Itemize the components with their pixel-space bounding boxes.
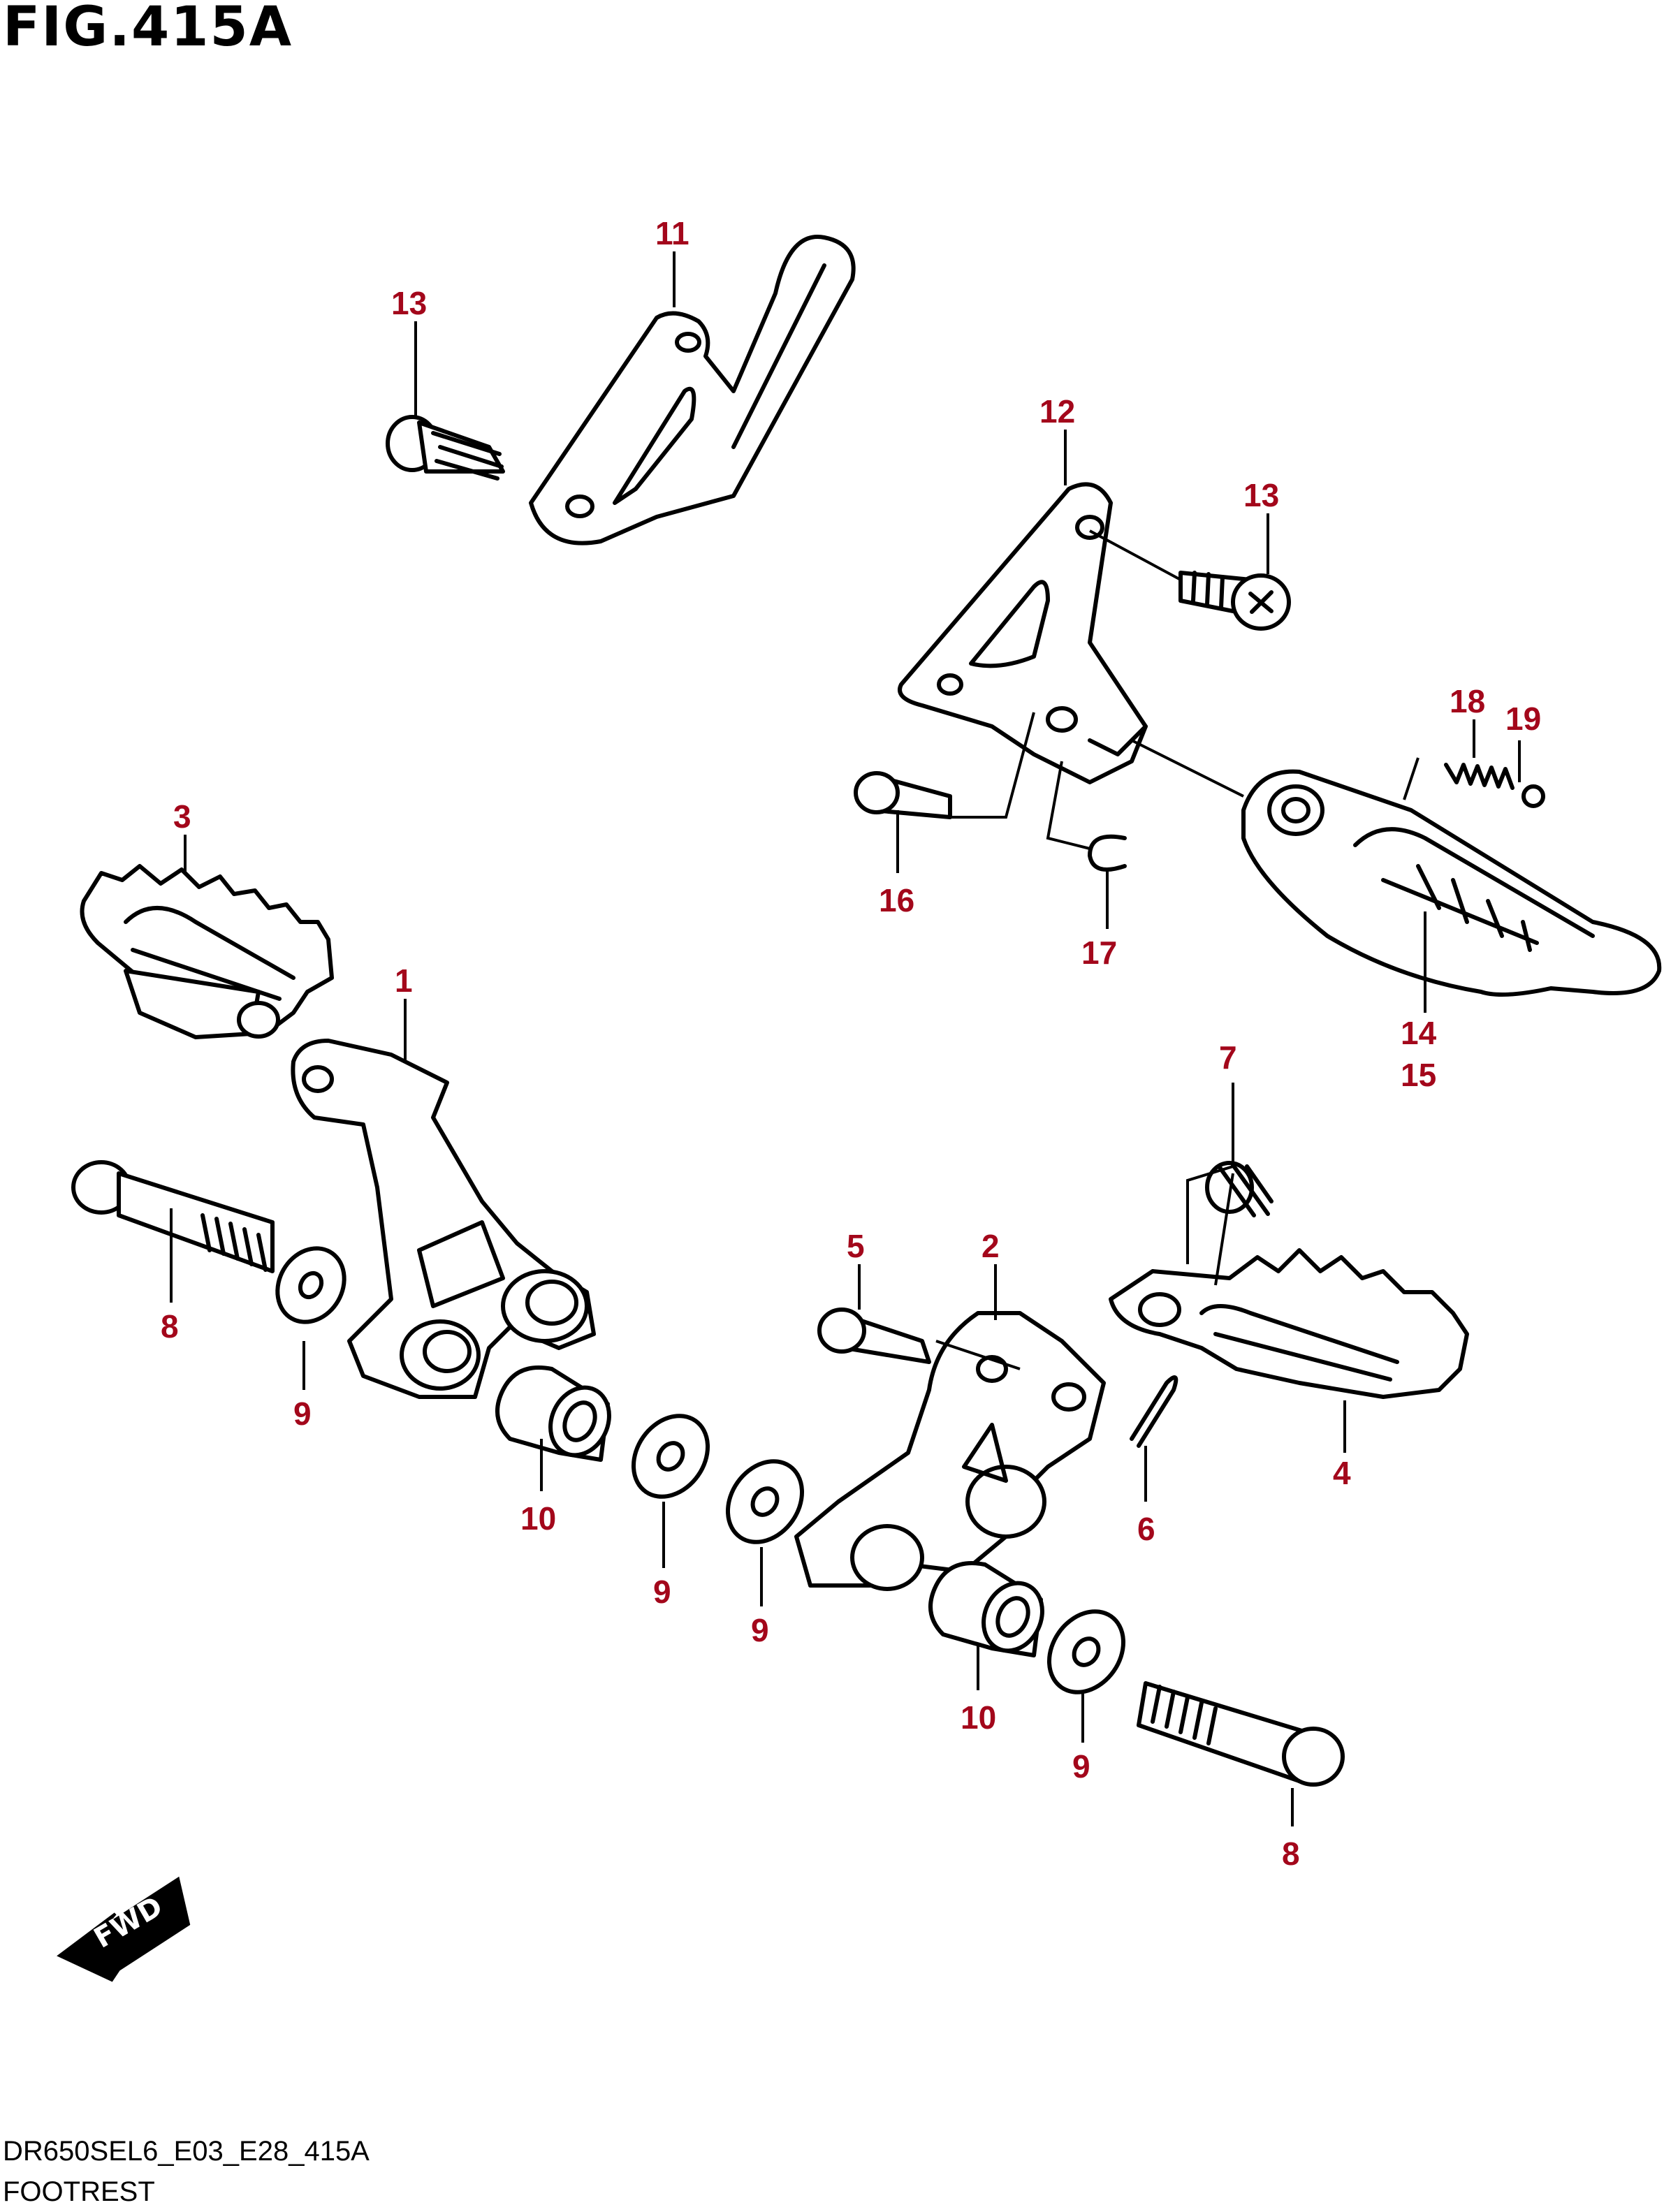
part-16-pin [854, 771, 952, 819]
callout-8-left: 8 [161, 1308, 179, 1345]
part-17-clip [1088, 834, 1127, 872]
callout-10-right: 10 [961, 1699, 996, 1736]
diagram-code: DR650SEL6_E03_E28_415A [3, 2136, 370, 2167]
callout-17: 17 [1081, 935, 1117, 971]
leader-lines [170, 251, 1521, 1826]
callout-13-right: 13 [1243, 477, 1279, 513]
callout-15: 15 [1401, 1057, 1436, 1093]
callout-11: 11 [655, 215, 689, 251]
callout-1: 1 [395, 962, 413, 999]
callout-18: 18 [1450, 683, 1485, 719]
callout-4: 4 [1333, 1455, 1351, 1491]
part-14-footpeg [1241, 769, 1662, 997]
callout-3: 3 [173, 798, 191, 835]
callout-16: 16 [879, 882, 914, 918]
part-9-washer-4 [1046, 1609, 1126, 1694]
part-8-bolt-left [71, 1160, 275, 1273]
callout-6: 6 [1137, 1511, 1155, 1547]
part-9-washer-1 [275, 1246, 346, 1324]
callout-14: 14 [1401, 1015, 1437, 1051]
callout-10-left: 10 [520, 1500, 556, 1537]
part-13-bolt-upper-left [386, 415, 505, 481]
callout-7: 7 [1219, 1039, 1237, 1076]
callouts: 11 13 12 13 18 19 3 16 17 1 14 15 7 5 2 … [161, 215, 1541, 1872]
part-2-bracket [794, 1311, 1106, 1591]
part-5-pin [817, 1308, 931, 1364]
part-10-bushing-2 [928, 1561, 1044, 1657]
callout-5: 5 [847, 1228, 865, 1264]
part-1-bracket [291, 1039, 596, 1399]
part-10-bushing-1 [495, 1365, 611, 1462]
callout-9-right-1: 9 [751, 1612, 769, 1648]
diagram-name: FOOTREST [3, 2176, 155, 2207]
part-11-bracket [529, 235, 856, 545]
callout-8-right: 8 [1282, 1836, 1300, 1872]
callout-2: 2 [981, 1228, 1000, 1264]
callout-9-left-1: 9 [293, 1396, 312, 1432]
part-9-washer-2 [631, 1414, 710, 1499]
part-19-ball [1521, 784, 1545, 808]
part-4-footpeg [1109, 1248, 1469, 1399]
callout-9-left-2: 9 [653, 1574, 671, 1610]
callout-19: 19 [1505, 701, 1541, 737]
callout-13-upper: 13 [391, 285, 427, 321]
forward-direction-arrow: FWD [57, 1876, 191, 1982]
part-18-spring [1444, 763, 1515, 790]
callout-9-right-2: 9 [1072, 1748, 1090, 1785]
part-8-bolt-right [1137, 1681, 1345, 1787]
part-13-bolt-right [1178, 571, 1291, 631]
part-9-washer-3 [725, 1459, 805, 1544]
part-6-cotter-pin [1130, 1375, 1178, 1448]
part-12-bracket [898, 482, 1148, 784]
callout-12: 12 [1039, 393, 1075, 430]
figure-title: FIG.415A [3, 0, 293, 59]
part-3-footpeg [80, 864, 334, 1039]
